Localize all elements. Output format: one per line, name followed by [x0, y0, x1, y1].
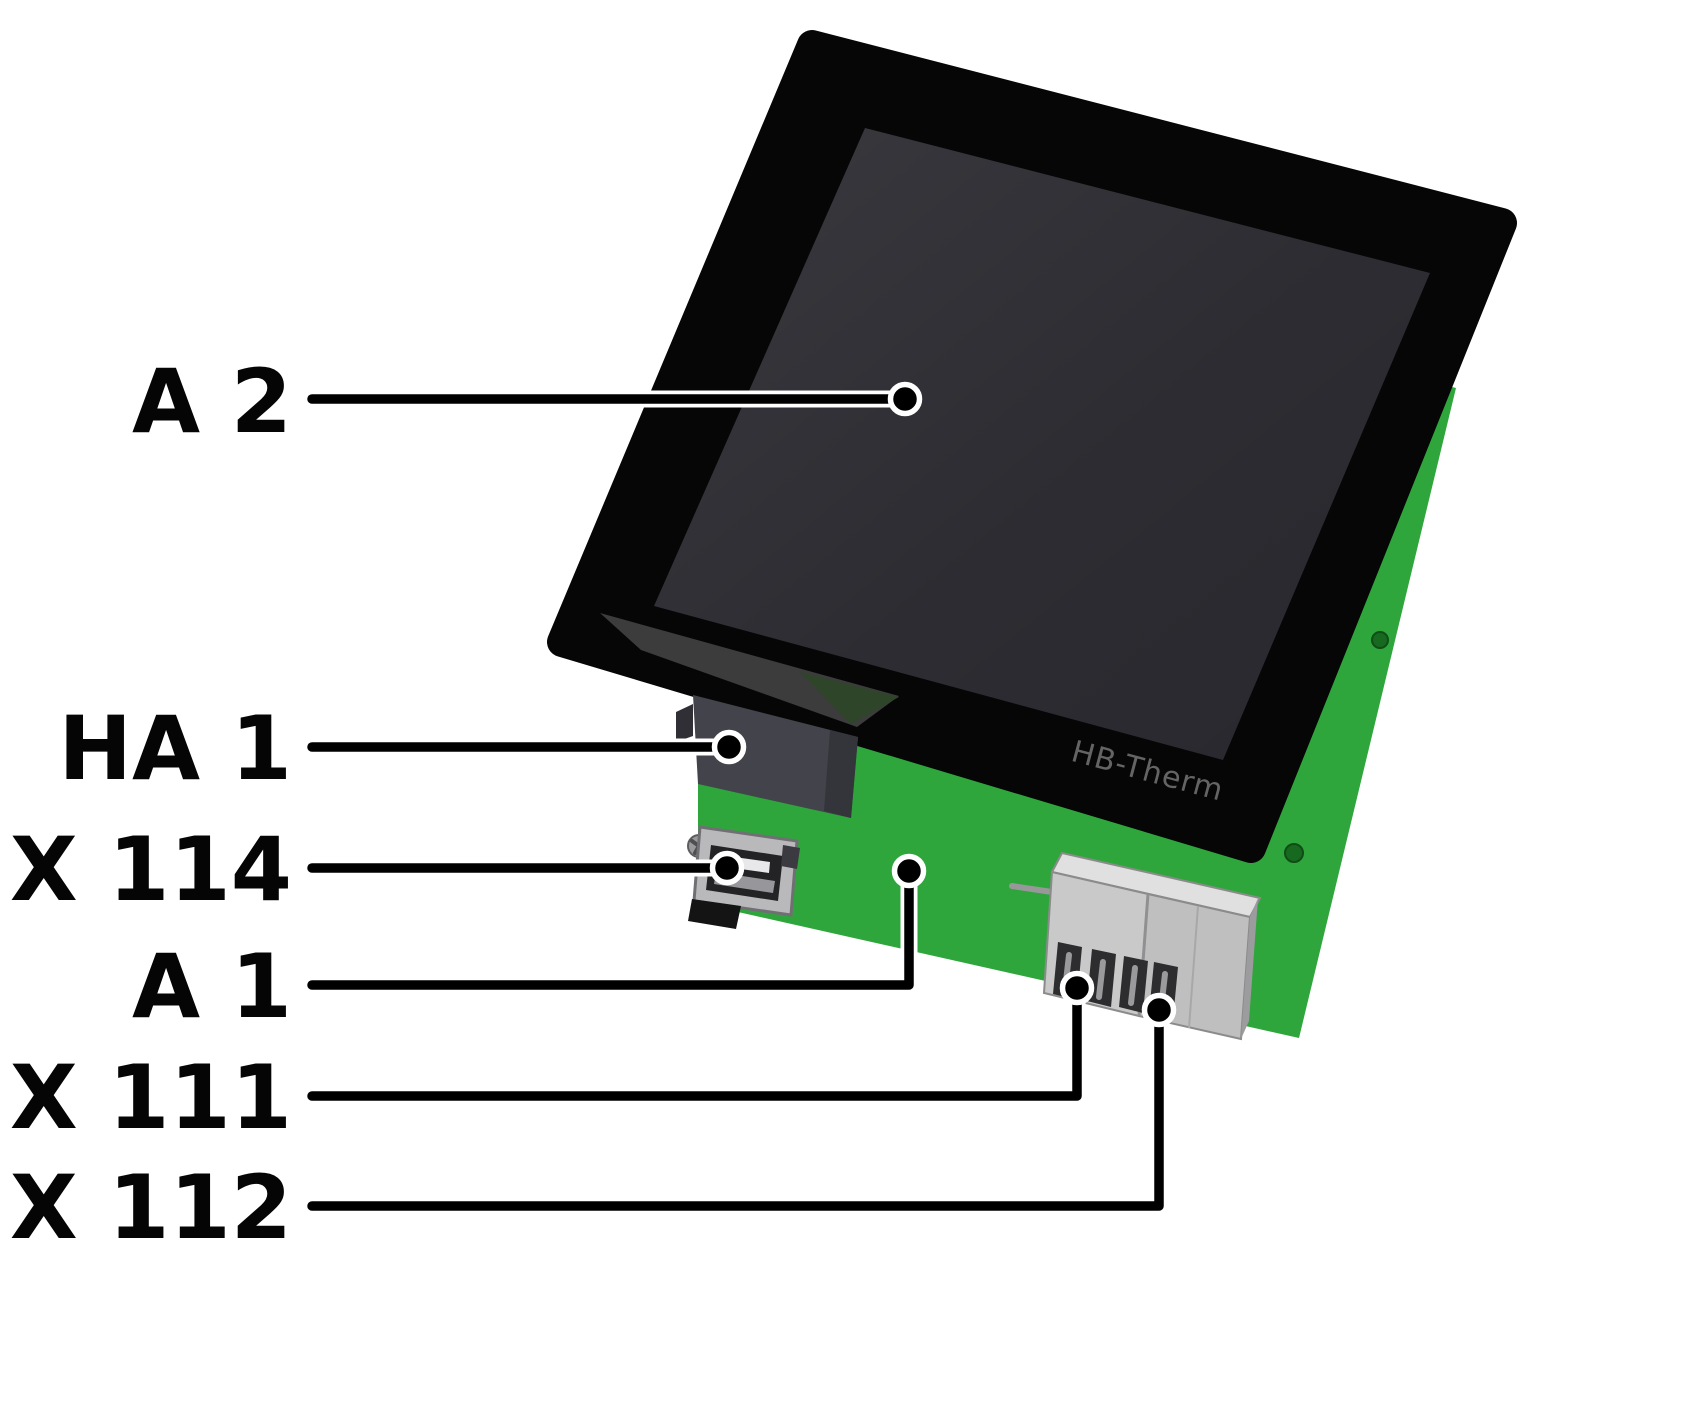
callout-dot: [711, 729, 747, 765]
pcb-mounting-hole: [1371, 631, 1389, 649]
usb-bracket: [688, 899, 741, 929]
bezel-recess: [600, 613, 899, 727]
ha1-body: [693, 695, 858, 818]
callout-dot: [887, 381, 923, 417]
callout-label-x112: X 112: [10, 1156, 292, 1259]
callout-line-casing: [303, 1004, 1168, 1215]
connector-ha1: [676, 695, 858, 818]
usb-connector-x114: [688, 825, 800, 929]
callout-label-x114: X 114: [10, 818, 292, 921]
callout-line: [307, 869, 914, 990]
callout-a1: A 1: [132, 853, 927, 1038]
callout-line: [307, 986, 1082, 1101]
callout-dot: [891, 853, 927, 889]
terminal-block-divider: [1188, 905, 1199, 1029]
callout-line-casing: [303, 982, 1086, 1105]
callout-line: [307, 1008, 1164, 1211]
callout-dot: [709, 850, 745, 886]
ha1-tab: [676, 704, 693, 742]
callout-label-ha1: HA 1: [58, 697, 292, 800]
terminal-pin: [1128, 965, 1138, 1006]
callout-label-x111: X 111: [10, 1046, 292, 1149]
callout-x111: X 111: [10, 970, 1095, 1149]
callout-a2: A 2: [132, 350, 923, 453]
callout-x114: X 114: [10, 818, 745, 921]
callout-dot: [1141, 992, 1177, 1028]
callouts: A 2 HA 1 X 114 A 1 X 111: [10, 350, 1177, 1259]
callout-ha1: HA 1: [58, 697, 747, 800]
pcb-mounting-hole: [1284, 843, 1304, 863]
callout-dot: [1059, 970, 1095, 1006]
device: HB-Therm: [547, 30, 1517, 1041]
callout-label-a2: A 2: [132, 350, 292, 453]
terminal-block-side: [1241, 898, 1258, 1039]
callout-label-a1: A 1: [132, 935, 292, 1038]
terminal-pin: [1096, 959, 1106, 1000]
ha1-side-face: [824, 730, 858, 818]
bezel-recess-reflection: [800, 672, 899, 724]
callout-x112: X 112: [10, 992, 1177, 1259]
usb-side-piece: [781, 845, 800, 869]
